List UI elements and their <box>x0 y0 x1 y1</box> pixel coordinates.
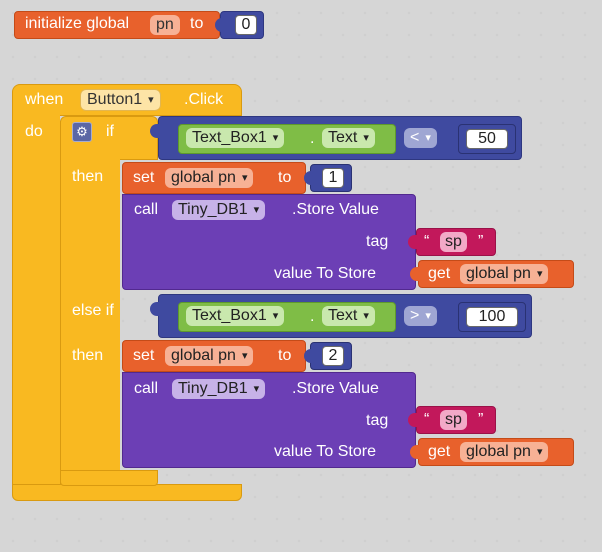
call2-value-to-store-label: value To Store <box>274 443 376 460</box>
text2-open-quote: “ <box>424 411 430 428</box>
set1-number-field[interactable]: 1 <box>322 168 344 188</box>
initialize-global-label: initialize global <box>25 15 130 32</box>
get2-var-dropdown[interactable]: global pn <box>460 442 549 462</box>
call1-tag-label: tag <box>366 233 389 250</box>
call1-label: call <box>134 201 159 218</box>
call1-value-to-store-label: value To Store <box>274 265 376 282</box>
init-value-field[interactable]: 0 <box>235 15 257 35</box>
set1-number-connector <box>304 171 314 185</box>
then-label-1: then <box>72 168 104 185</box>
text-block-1-connector <box>408 235 418 249</box>
cond2-property-dropdown[interactable]: Text <box>322 306 375 326</box>
event-when-label: when <box>25 91 64 108</box>
set1-to-label: to <box>278 169 292 186</box>
call-block-1[interactable] <box>122 194 416 290</box>
event-block-bottom <box>12 484 242 501</box>
cond1-dot: . <box>310 130 315 147</box>
cond2-number-field[interactable]: 100 <box>466 307 518 327</box>
if-label: if <box>106 123 114 140</box>
text1-open-quote: “ <box>424 233 430 250</box>
math-number-connector <box>215 18 225 32</box>
get1-var-dropdown[interactable]: global pn <box>460 264 549 284</box>
init-to-label: to <box>190 15 204 32</box>
event-block-side <box>12 114 60 488</box>
call2-db-dropdown[interactable]: Tiny_DB1 <box>172 379 266 399</box>
set2-number-field[interactable]: 2 <box>322 346 344 366</box>
set1-label: set <box>133 169 155 186</box>
cond1-operator-dropdown[interactable]: < <box>404 128 437 148</box>
get-block-1-connector <box>410 267 420 281</box>
call1-method-label: .Store Value <box>292 201 379 218</box>
event-do-label: do <box>25 123 43 140</box>
cond2-dot: . <box>310 308 315 325</box>
call2-label: call <box>134 380 159 397</box>
get1-label: get <box>428 265 451 282</box>
text1-value-field[interactable]: sp <box>440 232 467 252</box>
global-var-name-field[interactable]: pn <box>150 15 180 35</box>
call1-db-dropdown[interactable]: Tiny_DB1 <box>172 200 266 220</box>
text1-close-quote: ” <box>478 233 484 250</box>
text-block-2-connector <box>408 413 418 427</box>
set2-number-connector <box>304 349 314 363</box>
get-block-2-connector <box>410 445 420 459</box>
event-name-label: .Click <box>184 91 224 108</box>
get2-label: get <box>428 443 451 460</box>
initialize-global-block[interactable] <box>14 11 220 39</box>
cond2-component-dropdown[interactable]: Text_Box1 <box>186 306 285 326</box>
text2-close-quote: ” <box>478 411 484 428</box>
call2-method-label: .Store Value <box>292 380 379 397</box>
set1-var-dropdown[interactable]: global pn <box>165 168 254 188</box>
then-label-2: then <box>72 347 104 364</box>
set2-label: set <box>133 347 155 364</box>
set2-to-label: to <box>278 347 292 364</box>
compare-1-connector <box>150 124 160 138</box>
event-component-dropdown[interactable]: Button1 <box>80 89 161 111</box>
call2-tag-label: tag <box>366 412 389 429</box>
if-block-side <box>60 150 120 485</box>
cond2-operator-dropdown[interactable]: > <box>404 306 437 326</box>
set2-var-dropdown[interactable]: global pn <box>165 346 254 366</box>
compare-2-connector <box>150 302 160 316</box>
if-block-bottom <box>60 470 158 486</box>
text2-value-field[interactable]: sp <box>440 410 467 430</box>
else-if-label: else if <box>72 302 114 319</box>
cond1-component-dropdown[interactable]: Text_Box1 <box>186 128 285 148</box>
cond1-property-dropdown[interactable]: Text <box>322 128 375 148</box>
gear-icon[interactable]: ⚙ <box>72 122 92 142</box>
cond1-number-field[interactable]: 50 <box>466 129 508 149</box>
